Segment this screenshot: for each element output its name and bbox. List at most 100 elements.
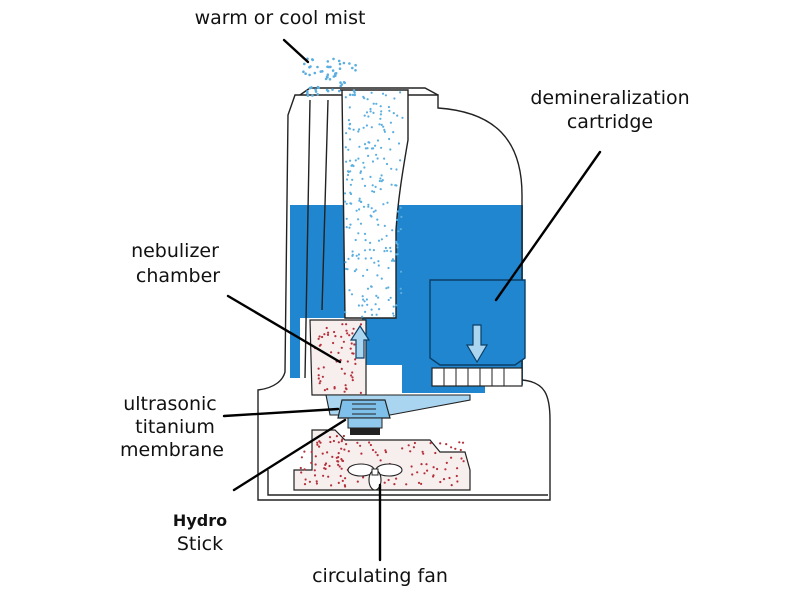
- mist-dot: [332, 57, 335, 61]
- droplet-dot: [318, 382, 321, 385]
- down-arrow-icon: [465, 324, 489, 364]
- droplet-dot: [326, 333, 330, 336]
- mist-dot: [383, 224, 386, 227]
- mist-dot: [309, 65, 312, 68]
- mist-dot: [358, 208, 361, 211]
- mist-dot: [375, 313, 378, 316]
- mist-dot: [326, 89, 330, 93]
- droplet-dot: [450, 456, 453, 459]
- mist-dot: [308, 86, 312, 90]
- mist-dot: [383, 130, 386, 133]
- mist-dot: [369, 214, 372, 217]
- droplet-dot: [326, 388, 329, 391]
- mist-dot: [372, 210, 375, 213]
- leader-membrane: [222, 407, 340, 418]
- mist-dot: [344, 146, 347, 149]
- droplet-dot: [340, 467, 343, 470]
- mist-dot: [357, 304, 360, 307]
- droplet-dot: [422, 452, 425, 455]
- mist-dot: [363, 184, 367, 187]
- mist-dot: [378, 179, 381, 183]
- mist-dot: [316, 93, 320, 96]
- mist-dot: [357, 157, 360, 160]
- mist-dot: [346, 173, 350, 177]
- mist-dot: [384, 246, 387, 250]
- mist-dot: [311, 58, 314, 61]
- mist-dot: [392, 314, 395, 317]
- mist-dot: [378, 308, 381, 311]
- mist-dot: [358, 197, 361, 200]
- mist-dot: [367, 154, 370, 157]
- mist-dot: [377, 296, 380, 299]
- droplet-dot: [409, 450, 412, 453]
- droplet-dot: [416, 471, 419, 474]
- mist-dot: [365, 111, 369, 114]
- droplet-dot: [356, 480, 359, 483]
- droplet-dot: [321, 452, 324, 455]
- mist-dot: [346, 268, 349, 271]
- label-nebulizer-2: chamber: [136, 265, 220, 287]
- mist-dot: [390, 167, 393, 170]
- mist-dot: [380, 146, 383, 149]
- mist-dot: [379, 113, 382, 116]
- droplet-dot: [349, 347, 352, 350]
- mist-dot: [347, 119, 350, 122]
- mist-dot: [359, 170, 363, 173]
- droplet-dot: [326, 451, 329, 454]
- droplet-dot: [351, 371, 354, 374]
- mist-dot: [351, 178, 354, 181]
- droplet-dot: [316, 443, 319, 446]
- droplet-dot: [344, 485, 347, 488]
- droplet-dot: [342, 434, 345, 438]
- droplet-dot: [340, 367, 343, 370]
- mist-dot: [353, 93, 357, 97]
- mist-dot: [325, 75, 329, 79]
- mist-dot: [343, 192, 347, 195]
- droplet-dot: [344, 477, 347, 480]
- mist-dot: [370, 207, 373, 210]
- mist-dot: [357, 253, 360, 256]
- droplet-dot: [346, 360, 349, 363]
- droplet-dot: [351, 376, 354, 379]
- leader-mist: [282, 38, 310, 64]
- droplet-dot: [308, 480, 311, 483]
- mist-dot: [387, 298, 390, 302]
- droplet-dot: [420, 482, 423, 485]
- droplet-dot: [360, 452, 363, 455]
- droplet-dot: [346, 332, 349, 335]
- droplet-dot: [328, 436, 332, 439]
- droplet-dot: [371, 448, 375, 452]
- mist-dot: [399, 287, 402, 290]
- mist-dot: [390, 183, 393, 186]
- droplet-dot: [369, 443, 372, 447]
- mist-dot: [361, 315, 364, 318]
- mist-dot: [345, 132, 348, 135]
- droplet-dot: [434, 451, 437, 455]
- label-membrane-3: membrane: [120, 439, 224, 461]
- label-fan: circulating fan: [312, 565, 448, 587]
- mist-dot: [396, 114, 399, 117]
- mist-dot: [370, 257, 373, 260]
- cartridge-base: [431, 367, 523, 387]
- droplet-dot: [321, 375, 324, 378]
- mist-dot: [383, 250, 386, 253]
- mist-dot: [377, 239, 381, 242]
- droplet-dot: [333, 387, 336, 390]
- mist-dot: [375, 153, 378, 156]
- mist-dot: [384, 94, 387, 97]
- mist-dot: [344, 311, 347, 314]
- mist-dot: [345, 226, 348, 229]
- mist-dot: [374, 144, 377, 147]
- mist-dot: [386, 249, 389, 252]
- mist-dot: [337, 59, 341, 63]
- mist-dot: [370, 285, 373, 288]
- mist-dot: [389, 296, 392, 299]
- droplet-dot: [458, 441, 461, 444]
- mist-dot: [385, 234, 388, 237]
- mist-dot: [345, 178, 349, 181]
- mist-dot: [348, 62, 351, 65]
- droplet-dot: [343, 372, 346, 375]
- droplet-dot: [345, 323, 348, 326]
- droplet-dot: [417, 481, 421, 484]
